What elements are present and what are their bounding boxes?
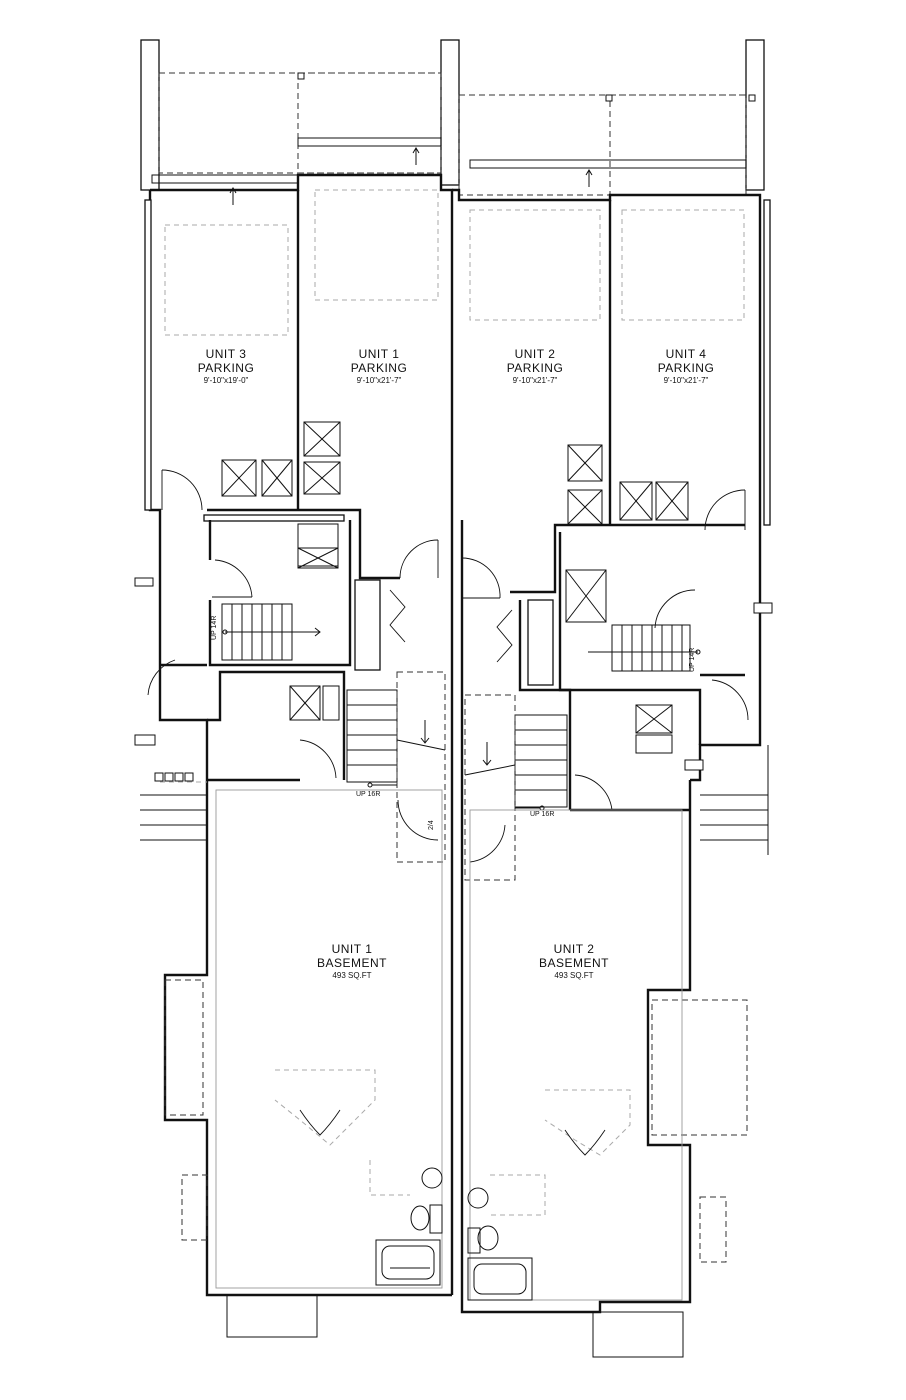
- unit3-parking-name: UNIT 3: [205, 347, 247, 361]
- unit2-parking-name: UNIT 2: [514, 347, 556, 361]
- unit3-parking-type: PARKING: [197, 360, 255, 375]
- top-deck: [140, 39, 765, 205]
- unit1-parking-name: UNIT 1: [358, 347, 400, 361]
- stair-note-up16r-right: UP 16R: [530, 811, 555, 818]
- steps-right: [700, 745, 769, 855]
- unit1-parking-type: PARKING: [350, 360, 408, 375]
- unit2-basement-area: 493 SQ.FT: [554, 970, 594, 980]
- stair-note-riser: 2/4: [428, 820, 435, 830]
- unit2-basement-name: UNIT 2: [553, 942, 595, 956]
- stair-up-16r-left: [346, 671, 446, 863]
- unit2-basement-label: UNIT 2 BASEMENT 493 SQ.FT: [538, 942, 610, 980]
- unit1-parking-dims: 9'-10"x21'-7": [356, 375, 402, 385]
- unit2-parking-label: UNIT 2 PARKING 9'-10"x21'-7": [506, 347, 564, 385]
- unit4-parking-label: UNIT 4 PARKING 9'-10"x21'-7": [657, 347, 715, 385]
- stair-up-14r-right: [588, 624, 701, 672]
- unit3-parking-label: UNIT 3 PARKING 9'-10"x19'-0": [197, 347, 255, 385]
- unit1-parking-label: UNIT 1 PARKING 9'-10"x21'-7": [350, 347, 408, 385]
- unit1-basement-area: 493 SQ.FT: [332, 970, 372, 980]
- unit4-parking-dims: 9'-10"x21'-7": [663, 375, 709, 385]
- stair-up-16r-right: [464, 694, 568, 881]
- unit3-parking-dims: 9'-10"x19'-0": [203, 375, 249, 385]
- unit2-basement-type: BASEMENT: [538, 955, 610, 970]
- unit1-basement-type: BASEMENT: [316, 955, 388, 970]
- stair-note-up16r-left: UP 16R: [356, 791, 381, 798]
- bathroom-right: [467, 1089, 631, 1301]
- unit1-basement-name: UNIT 1: [331, 942, 373, 956]
- unit2-parking-type: PARKING: [506, 360, 564, 375]
- stair-note-up14r-left: UP 14R: [211, 615, 218, 640]
- unit4-parking-type: PARKING: [657, 360, 715, 375]
- mechanical-units: [221, 421, 341, 497]
- bathroom-left: [274, 1069, 443, 1286]
- right-building: [452, 188, 773, 1358]
- mechanical-units-right: [567, 444, 689, 525]
- stair-up-14r-left: [221, 603, 321, 661]
- steps-left: [140, 772, 207, 841]
- stair-note-up14r-right: UP 14R: [689, 647, 696, 672]
- unit1-basement-label: UNIT 1 BASEMENT 493 SQ.FT: [316, 942, 388, 980]
- unit2-parking-dims: 9'-10"x21'-7": [512, 375, 558, 385]
- left-building: [134, 173, 454, 1338]
- unit4-parking-name: UNIT 4: [665, 347, 707, 361]
